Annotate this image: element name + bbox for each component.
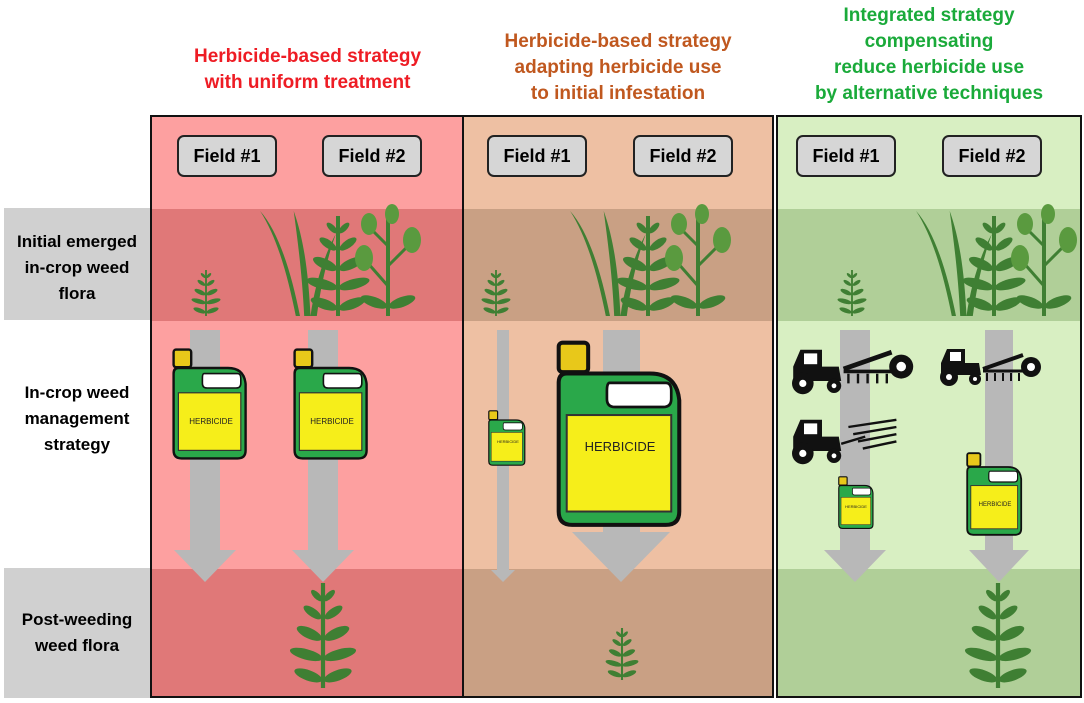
field-2-button-uniform[interactable]: Field #2 bbox=[322, 135, 422, 177]
row-label-post-weeding: Post-weeding weed flora bbox=[4, 607, 150, 659]
row-label-line: flora bbox=[58, 284, 96, 303]
arrow-down-icon bbox=[824, 330, 886, 582]
herbicide-jug-label: HERBICIDE bbox=[497, 439, 519, 444]
broadleaf-weed-icon bbox=[353, 202, 423, 318]
herbicide-jug-label: HERBICIDE bbox=[979, 502, 1012, 508]
broadleaf-weed-icon bbox=[1009, 202, 1079, 318]
field-1-button-integrated[interactable]: Field #1 bbox=[796, 135, 896, 177]
row-band-initial-label-bg bbox=[4, 208, 150, 320]
arrow-down-icon bbox=[969, 330, 1029, 582]
field-1-button-uniform[interactable]: Field #1 bbox=[177, 135, 277, 177]
herbicide-jug-label: HERBICIDE bbox=[310, 417, 354, 426]
title-line: with uniform treatment bbox=[204, 72, 411, 93]
title-line: by alternative techniques bbox=[814, 83, 1044, 104]
field-2-button-integrated[interactable]: Field #2 bbox=[942, 135, 1042, 177]
title-line: adapting herbicide use bbox=[514, 57, 722, 78]
row-label-line: management bbox=[24, 409, 130, 428]
weed-seedling-icon bbox=[836, 269, 868, 317]
row-label-line: Initial emerged bbox=[17, 232, 137, 251]
strategy-title-uniform: Herbicide-based strategy with uniform tr… bbox=[150, 44, 465, 96]
field-1-button-adaptive[interactable]: Field #1 bbox=[487, 135, 587, 177]
weed-seedling-icon bbox=[603, 626, 641, 682]
strategy-column-integrated bbox=[776, 115, 1082, 698]
row-label-management-strategy: In-crop weed management strategy bbox=[4, 380, 150, 458]
weed-seedling-icon bbox=[289, 583, 358, 688]
weed-seedling-icon bbox=[190, 269, 222, 317]
row-band-post-label-bg bbox=[4, 568, 150, 698]
broadleaf-weed-icon bbox=[663, 202, 733, 318]
title-line: Herbicide-based strategy bbox=[193, 46, 422, 67]
weed-seedling-icon bbox=[480, 269, 512, 317]
title-line: reduce herbicide use bbox=[833, 57, 1025, 78]
row-label-line: strategy bbox=[43, 435, 111, 454]
strategy-column-adaptive bbox=[462, 115, 774, 698]
row-label-line: In-crop weed bbox=[24, 383, 130, 402]
field-2-button-adaptive[interactable]: Field #2 bbox=[633, 135, 733, 177]
title-line: compensating bbox=[864, 31, 994, 52]
herbicide-jug-label: HERBICIDE bbox=[845, 504, 867, 509]
tractor-harrow-icon bbox=[792, 418, 897, 465]
herbicide-jug-label: HERBICIDE bbox=[189, 417, 233, 426]
title-line: to initial infestation bbox=[530, 83, 706, 104]
post-weeding-band bbox=[778, 569, 1080, 696]
row-label-line: in-crop weed bbox=[24, 258, 130, 277]
herbicide-jug-label: HERBICIDE bbox=[585, 439, 656, 454]
title-line: Herbicide-based strategy bbox=[504, 31, 732, 52]
row-label-line: Post-weeding bbox=[21, 610, 133, 629]
row-label-initial-flora: Initial emerged in-crop weed flora bbox=[4, 229, 150, 307]
row-label-line: weed flora bbox=[34, 636, 120, 655]
strategy-title-integrated: Integrated strategy compensating reduce … bbox=[776, 3, 1082, 107]
weed-seedling-icon bbox=[964, 583, 1033, 688]
title-line: Integrated strategy bbox=[843, 5, 1015, 26]
strategy-title-adaptive: Herbicide-based strategy adapting herbic… bbox=[462, 29, 774, 107]
